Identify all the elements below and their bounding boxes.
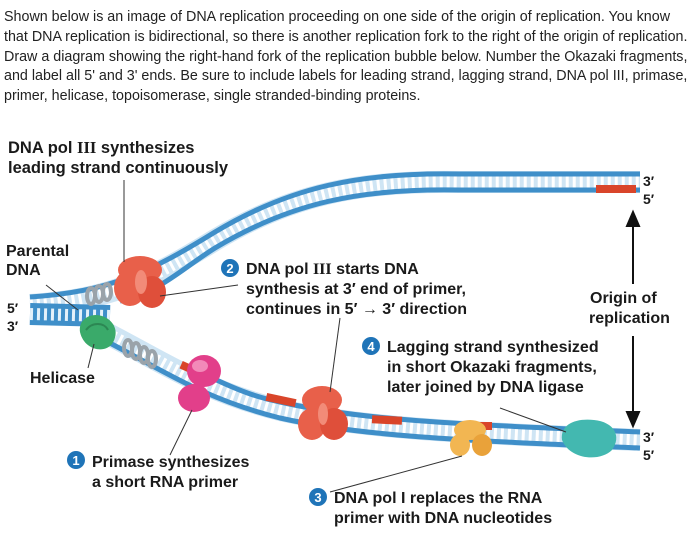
rna-primer-3 — [371, 415, 403, 425]
label-parental-line2: DNA — [6, 262, 41, 279]
leader-step1 — [169, 409, 193, 456]
end-right-top-b: 5′ — [643, 191, 655, 207]
leader-step2-pol — [329, 317, 341, 393]
dna-pol-iii-lagging — [298, 386, 348, 440]
step2-badge — [221, 259, 239, 277]
step4-badge — [362, 337, 380, 355]
label-step2-line2: synthesis at 3′ end of primer, — [246, 281, 466, 298]
label-step3-line2: primer with DNA nucleotides — [334, 510, 552, 527]
label-leading-line1: DNA pol III synthesizes — [8, 138, 194, 157]
question-text: Shown below is an image of DNA replicati… — [4, 9, 688, 105]
end-left-top: 5′ — [7, 300, 19, 316]
leader-step3 — [329, 455, 463, 493]
leader-step2 — [159, 284, 239, 297]
lagging-arm-band — [95, 320, 641, 451]
label-helicase: Helicase — [30, 370, 95, 387]
step2-number: 2 — [226, 261, 233, 276]
end-left-bottom: 3′ — [7, 318, 19, 334]
end-right-bottom-a: 3′ — [643, 429, 655, 445]
primase-protein — [178, 355, 221, 412]
dna-ligase-protein — [561, 419, 617, 458]
rna-primer-2 — [265, 392, 297, 408]
label-step4-line3: later joined by DNA ligase — [387, 379, 584, 396]
label-step4-line2: in short Okazaki fragments, — [387, 359, 597, 376]
end-right-bottom-b: 5′ — [643, 447, 655, 463]
label-leading-line2: leading strand continuously — [8, 159, 229, 177]
dna-pol-i-protein — [450, 420, 492, 456]
label-step1-line1: Primase synthesizes — [92, 454, 250, 471]
label-origin-line1: Origin of — [590, 290, 657, 307]
dna-pol-iii-leading — [114, 256, 166, 308]
leader-helicase — [87, 343, 95, 369]
label-step1-line2: a short RNA primer — [92, 474, 238, 491]
helicase-protein — [79, 314, 116, 350]
label-step2-line1: DNA pol III starts DNA — [246, 261, 419, 278]
step1-number: 1 — [72, 453, 79, 468]
step3-badge — [309, 488, 327, 506]
label-parental-line1: Parental — [6, 243, 69, 260]
rna-primer-right-top — [596, 185, 636, 193]
step3-number: 3 — [314, 490, 321, 505]
label-step2-line3: continues in 5′ → 3′ direction — [246, 301, 467, 318]
origin-arrows — [625, 209, 641, 429]
step1-badge — [67, 451, 85, 469]
leader-step4 — [499, 407, 567, 433]
single-strand-binding-proteins — [85, 282, 158, 369]
label-step4-line1: Lagging strand synthesized — [387, 339, 599, 356]
leader-parental — [45, 284, 79, 311]
label-origin-line2: replication — [589, 310, 670, 327]
end-right-top-a: 3′ — [643, 173, 655, 189]
label-step3-line1: DNA pol I replaces the RNA — [334, 490, 543, 507]
step4-number: 4 — [367, 339, 375, 354]
